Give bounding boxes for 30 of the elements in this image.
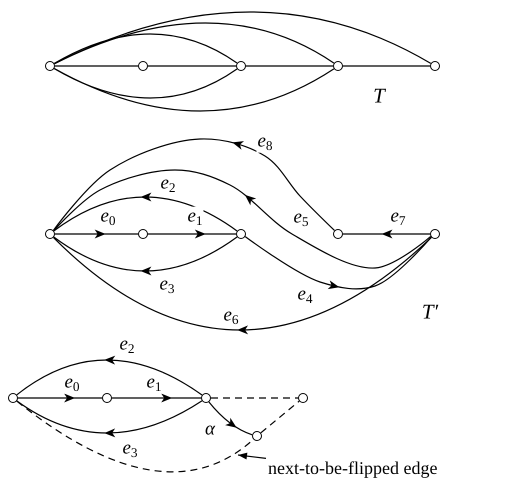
vertex-circle [333, 229, 343, 239]
vertex-circle [333, 61, 343, 71]
edge-label: e$_{1}$ [145, 372, 163, 394]
edge-line [148, 65, 236, 67]
edge-line [55, 65, 138, 67]
vertex-circle [102, 393, 112, 403]
vertex-circle [430, 61, 440, 71]
edge-line [54, 33, 238, 64]
dashed-edge [260, 400, 300, 434]
vertex-circle [252, 431, 262, 441]
vertex-circle [236, 61, 246, 71]
vertex-circle [45, 61, 55, 71]
vertex-circle [45, 229, 55, 239]
edge-label: e$_{1}$ [186, 206, 204, 228]
vertex-circle [298, 393, 308, 403]
vertex-circle [138, 61, 148, 71]
vertex-circle [8, 393, 18, 403]
vertex-circle [201, 393, 211, 403]
annotation-text: next-to-be-flipped edge [268, 459, 438, 479]
edge-line [54, 68, 238, 99]
graph-label: T′ [422, 302, 438, 322]
vertex-circle [138, 229, 148, 239]
graph-label: T [373, 86, 385, 106]
vertex-circle [236, 229, 246, 239]
edge-line [54, 68, 334, 112]
dashed-edge [211, 397, 298, 399]
vertex-circle [430, 229, 440, 239]
edge-line [246, 65, 333, 67]
edge-line [343, 65, 430, 67]
edge-line [54, 11, 432, 64]
